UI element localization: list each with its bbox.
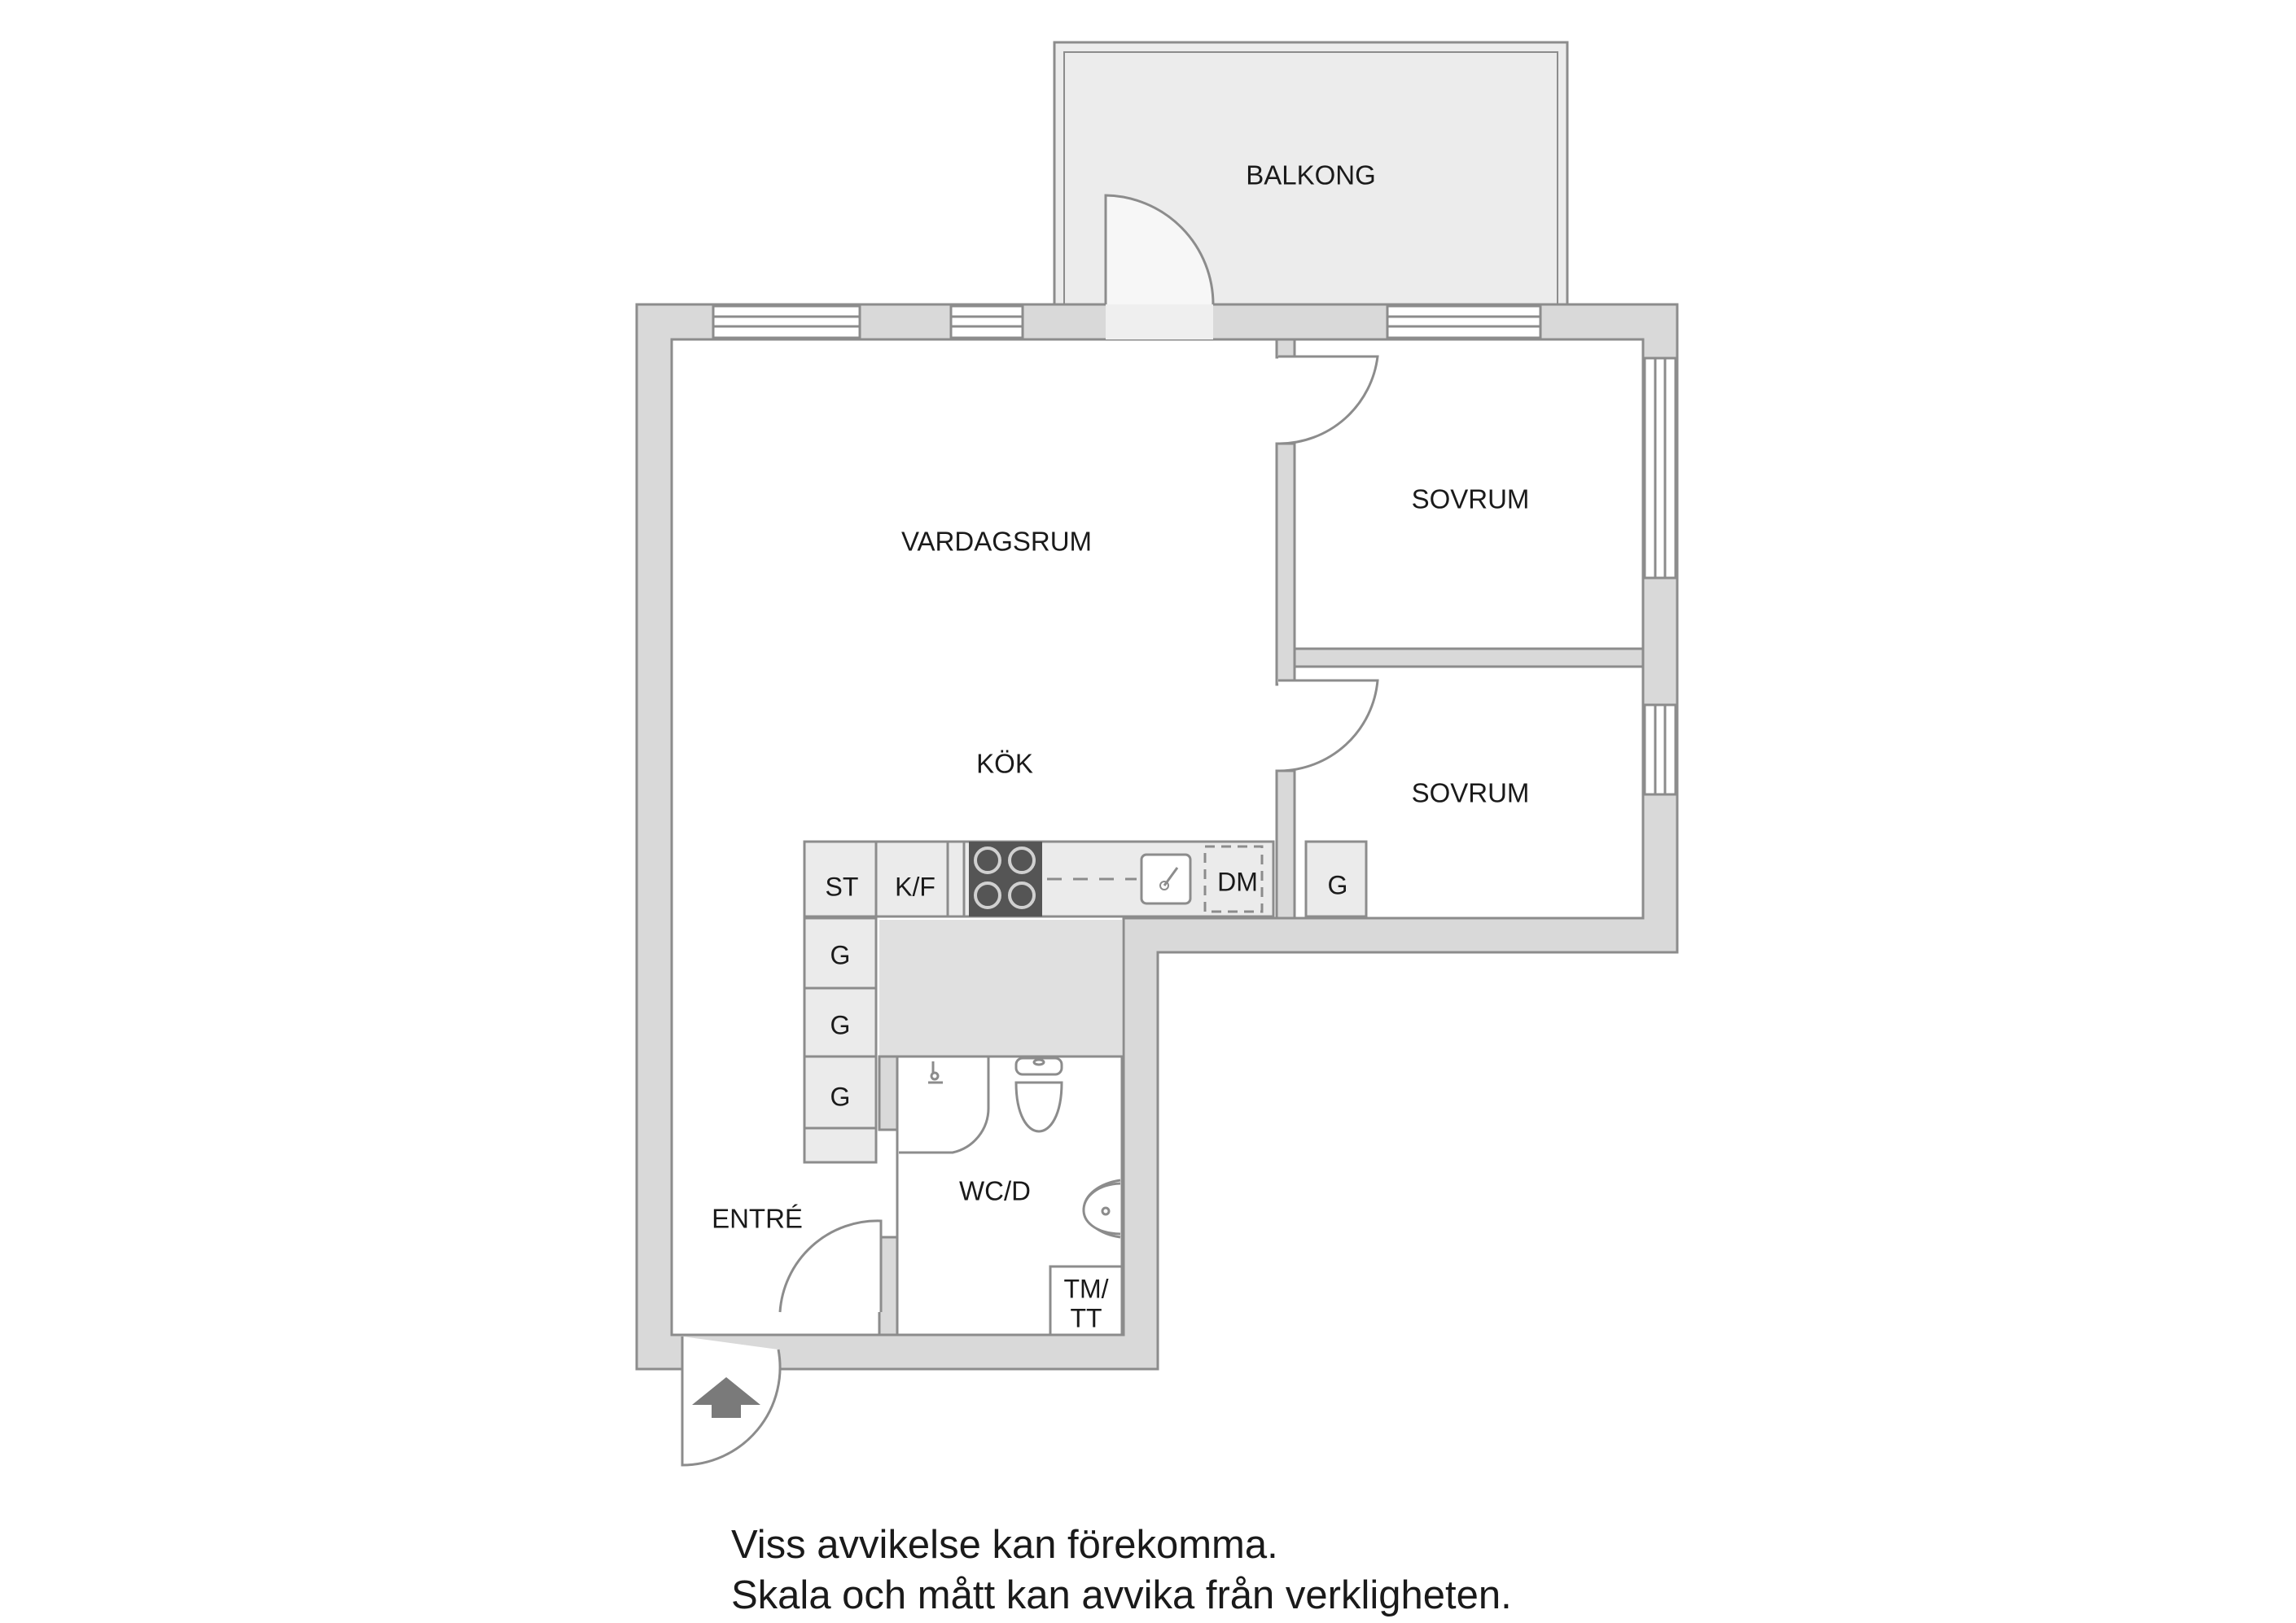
label-wardrobe-3: G: [830, 1082, 851, 1111]
washer-dryer: [1049, 1265, 1124, 1336]
toilet-icon: [1014, 1056, 1063, 1133]
hall-wardrobes: [803, 916, 878, 1164]
label-storage: ST: [826, 872, 859, 901]
room-label-entrance: ENTRÉ: [712, 1204, 803, 1234]
label-washer-dryer-1: TM/: [1063, 1274, 1108, 1303]
label-wardrobe-bedroom: G: [1328, 870, 1348, 899]
interior-walls: [878, 338, 1645, 1336]
room-label-bedroom-1: SOVRUM: [1412, 484, 1530, 514]
stove-icon: [969, 842, 1042, 916]
disclaimer-line-1: Viss avvikelse kan förekomma.: [731, 1523, 1278, 1567]
wardrobe-bedroom: [1304, 840, 1368, 918]
room-label-balcony: BALKONG: [1246, 160, 1376, 190]
sink-icon: [1140, 853, 1192, 905]
windows: [712, 304, 1677, 796]
room-label-kitchen: KÖK: [976, 749, 1033, 779]
hall-floor: [879, 920, 1122, 1056]
room-label-living: VARDAGSRUM: [901, 527, 1092, 557]
shower-icon: [899, 1056, 990, 1154]
washbasin-icon: [1082, 1179, 1121, 1239]
worktop: [946, 840, 966, 918]
label-washer-dryer-2: TT: [1070, 1303, 1102, 1332]
label-wardrobe-1: G: [830, 940, 851, 969]
disclaimer-line-2: Skala och mått kan avvika från verklighe…: [731, 1573, 1512, 1617]
label-wardrobe-2: G: [830, 1010, 851, 1039]
dishwasher: [1203, 845, 1264, 913]
fridge-freezer: [874, 840, 949, 918]
room-label-bedroom-2: SOVRUM: [1412, 778, 1530, 808]
entry-arrow-icon: [692, 1377, 760, 1418]
kitchen-counter: [803, 840, 1275, 918]
label-dishwasher: DM: [1217, 867, 1258, 896]
room-label-bathroom: WC/D: [959, 1176, 1031, 1206]
label-fridge-freezer: K/F: [895, 872, 935, 901]
